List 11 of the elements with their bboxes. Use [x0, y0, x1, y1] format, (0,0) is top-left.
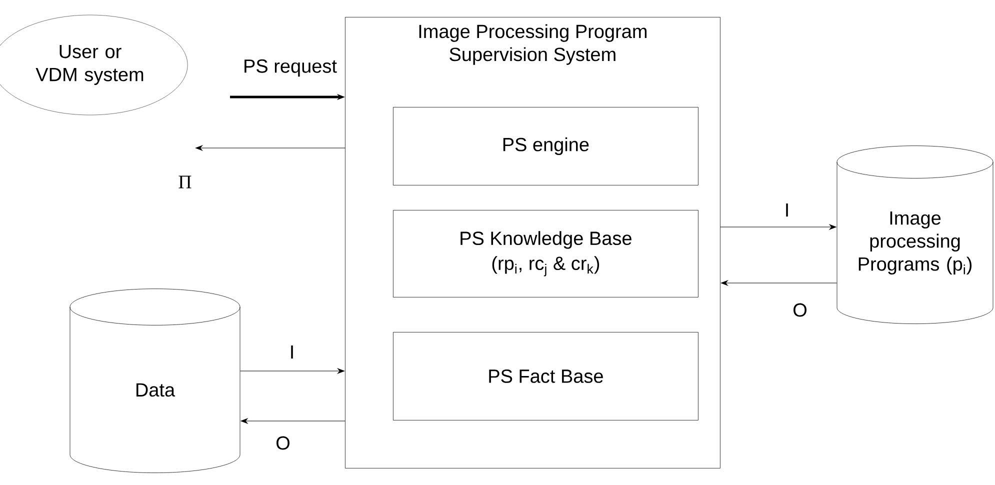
- process-box: PS engine: [393, 107, 698, 186]
- database-cylinder: Image processing Programs (p$_{i}$): [836, 146, 994, 324]
- process-box: PS Knowledge Base (rp$_{i}$, rc$_{j}$ & cr$_{k}$): [393, 210, 698, 298]
- edge-label: O: [794, 303, 806, 317]
- edge-label: Π: [178, 176, 192, 188]
- database-cylinder: Data: [70, 288, 240, 473]
- edge-label: I: [786, 203, 788, 217]
- process-box: PS Fact Base: [393, 332, 698, 420]
- edge-label: O: [276, 436, 290, 450]
- edge-label: PS request: [244, 59, 337, 77]
- edge-label: I: [291, 345, 293, 359]
